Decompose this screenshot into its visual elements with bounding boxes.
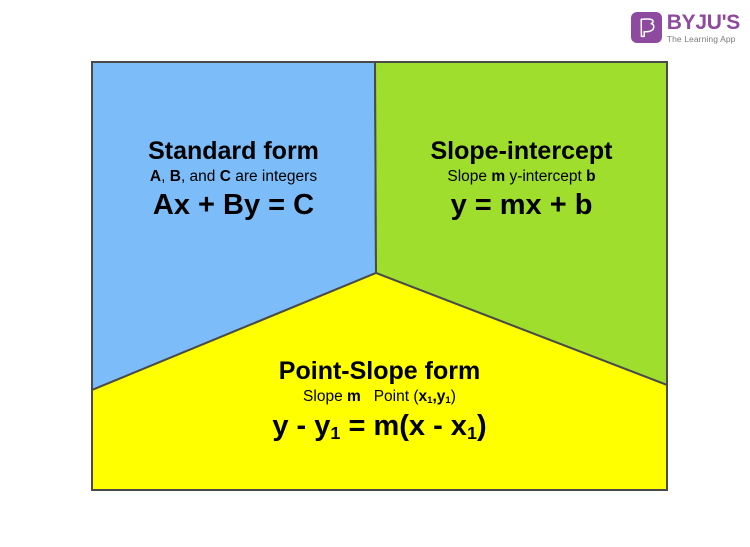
panel-title-point-slope: Point-Slope form: [278, 357, 481, 385]
logo-tagline: The Learning App: [666, 34, 736, 44]
panel-title-slope-intercept: Slope-intercept: [430, 137, 613, 165]
panel-formula-standard-form: Ax + By = C: [152, 188, 315, 221]
byjus-book-icon: [630, 12, 662, 44]
panel-standard-form: Standard form A, B, and C are integers A…: [92, 138, 375, 221]
byjus-logo[interactable]: BYJU'S The Learning App: [630, 11, 741, 44]
panel-formula-point-slope: y - y1 = m(x - x1): [272, 409, 487, 443]
panel-point-slope: Point-Slope form Slope m Point (x1,y1) y…: [92, 358, 667, 443]
logo-brand-name: BYJU'S: [666, 11, 741, 34]
panel-title-standard-form: Standard form: [148, 137, 319, 165]
panel-subtitle-standard-form: A, B, and C are integers: [149, 167, 318, 185]
panel-slope-intercept: Slope-intercept Slope m y-intercept b y …: [376, 138, 667, 221]
logo-wordmark: BYJU'S The Learning App: [666, 11, 741, 44]
panel-formula-slope-intercept: y = mx + b: [450, 188, 593, 221]
panel-subtitle-point-slope: Slope m Point (x1,y1): [303, 387, 456, 406]
panel-shape-point-slope: [91, 271, 668, 491]
panel-subtitle-slope-intercept: Slope m y-intercept b: [447, 167, 596, 185]
